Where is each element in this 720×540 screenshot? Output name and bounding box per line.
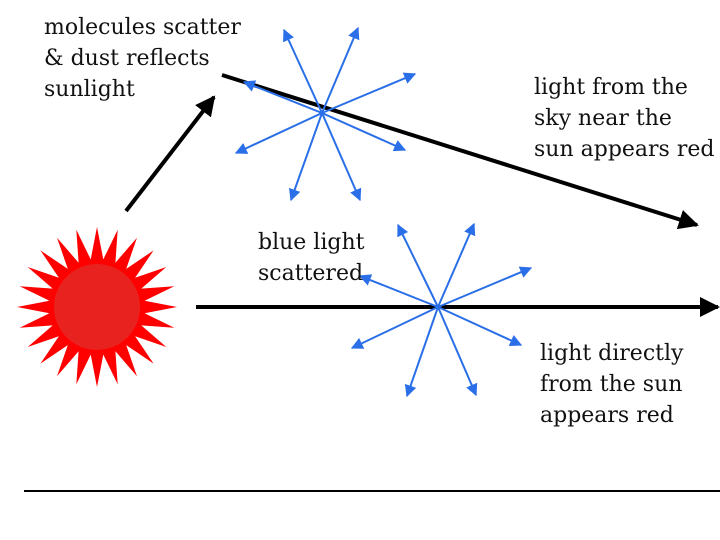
scatter-arrow xyxy=(321,112,362,202)
scatter-arrow xyxy=(321,72,417,114)
scatter-arrow xyxy=(437,266,533,308)
scatter-arrow xyxy=(437,306,478,397)
scatter-arrow xyxy=(350,306,439,349)
sun-core xyxy=(54,264,140,350)
scatter-arrow xyxy=(288,112,323,202)
scatter-burst-icon xyxy=(350,222,533,398)
scatter-arrow xyxy=(321,26,360,114)
label-direct-light: light directly from the sun appears red xyxy=(540,341,684,428)
scatter-arrow xyxy=(242,80,323,114)
scatter-arrow xyxy=(404,306,439,398)
scatter-arrow xyxy=(358,274,439,308)
scatter-arrow xyxy=(437,222,476,308)
arrow-sun-to-molecules xyxy=(124,95,216,213)
scatter-arrow xyxy=(437,306,523,346)
scatter-arrow xyxy=(397,223,439,308)
label-sky-light: light from the sky near the sun appears … xyxy=(534,75,715,162)
scatter-arrow xyxy=(321,112,407,152)
label-molecules-scatter: molecules scatter & dust reflects sunlig… xyxy=(44,15,241,102)
label-blue-scattered: blue light scattered xyxy=(258,230,365,286)
arrow-sky-light xyxy=(221,73,699,230)
sun-icon xyxy=(17,227,177,387)
scatter-burst-icon xyxy=(234,26,417,202)
scatter-arrow xyxy=(234,112,323,154)
scatter-arrow xyxy=(283,28,323,114)
